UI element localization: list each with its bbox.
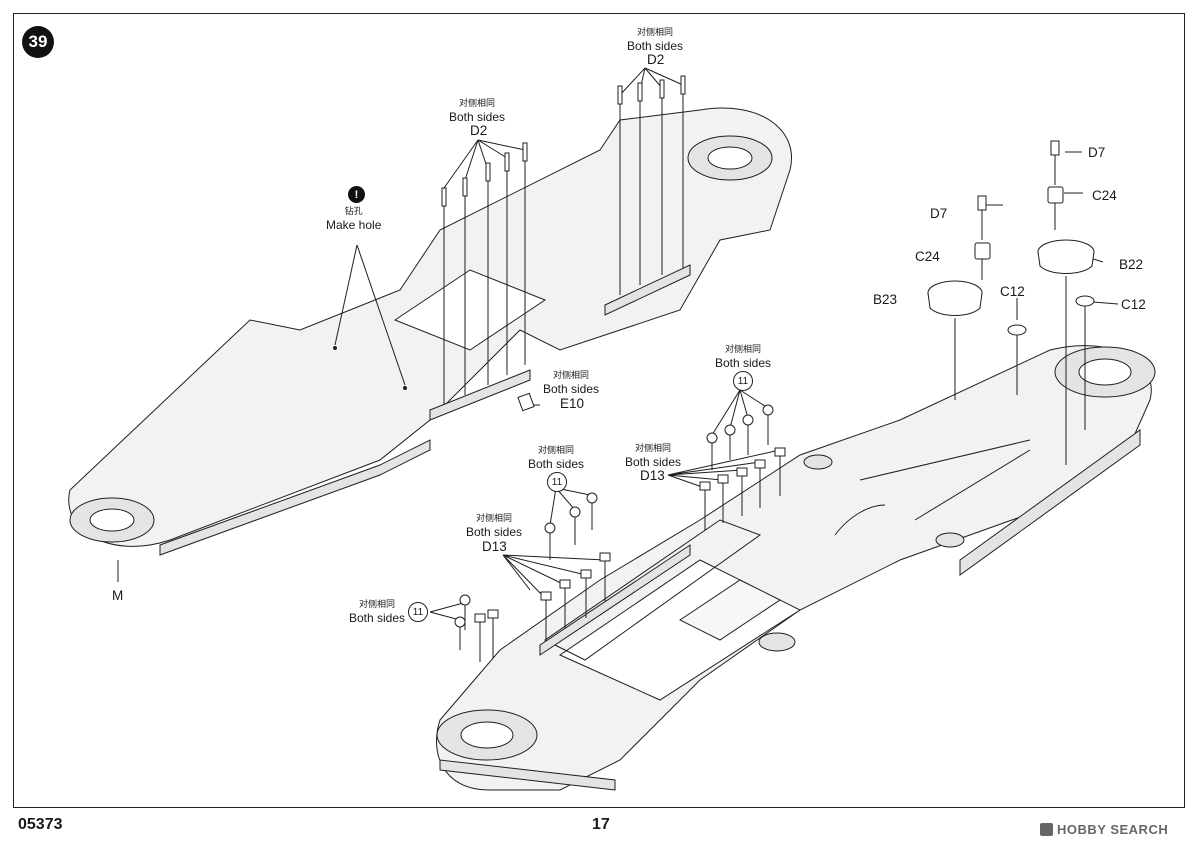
lower-deck xyxy=(436,345,1156,791)
callout-both-sides-e10: 对侧相同 Both sides xyxy=(543,371,600,396)
callout-both-sides-d2-right: 对侧相同 Both sides xyxy=(627,28,684,53)
label-m: M xyxy=(112,588,124,603)
drill-points xyxy=(333,346,407,390)
watermark: HOBBY SEARCH xyxy=(1040,822,1168,837)
label-b22: B22 xyxy=(1119,257,1144,272)
label-e10: E10 xyxy=(560,396,585,411)
leader-lines xyxy=(117,67,1119,621)
label-d7-right: D7 xyxy=(1088,145,1106,160)
callout-both-sides-guns-left: 对侧相同 Both sides xyxy=(349,600,406,625)
callout-both-sides-d2-left: 对侧相同 Both sides xyxy=(449,99,506,124)
page-frame xyxy=(13,13,1185,808)
label-c24-right: C24 xyxy=(1092,188,1117,203)
d13-davits xyxy=(474,447,786,662)
mast-parts xyxy=(927,140,1095,465)
product-code: 05373 xyxy=(18,816,63,833)
sub-assembly-11-ref: 11 xyxy=(547,472,567,492)
label-c12-left: C12 xyxy=(1000,284,1025,299)
callout-both-sides-d13-right: 对侧相同 Both sides xyxy=(625,444,682,469)
label-d13-right: D13 xyxy=(640,468,665,483)
step-number-badge: 39 xyxy=(22,26,54,58)
label-d13-left: D13 xyxy=(482,539,507,554)
label-d2-left: D2 xyxy=(470,123,488,138)
label-d2-right: D2 xyxy=(647,52,665,67)
label-d7-left: D7 xyxy=(930,206,948,221)
upper-deck-m xyxy=(68,107,792,556)
sub-assembly-11-ref: 11 xyxy=(733,371,753,391)
aa-guns xyxy=(454,404,774,650)
watermark-logo-icon xyxy=(1040,823,1053,836)
watermark-text: HOBBY SEARCH xyxy=(1057,822,1169,837)
sub-assembly-11-ref: 11 xyxy=(408,602,428,622)
callout-both-sides-guns-mid: 对侧相同 Both sides xyxy=(528,446,585,471)
label-c12-right: C12 xyxy=(1121,297,1146,312)
callout-both-sides-guns-right: 对侧相同 Both sides xyxy=(715,345,772,370)
d2-rods xyxy=(441,75,686,412)
callout-make-hole: 钻孔 Make hole xyxy=(326,207,382,232)
label-c24-left: C24 xyxy=(915,249,940,264)
callout-both-sides-d13-left: 对侧相同 Both sides xyxy=(466,514,523,539)
label-b23: B23 xyxy=(873,292,898,307)
drill-warning-icon: ! xyxy=(348,186,365,203)
page-number: 17 xyxy=(592,816,610,833)
